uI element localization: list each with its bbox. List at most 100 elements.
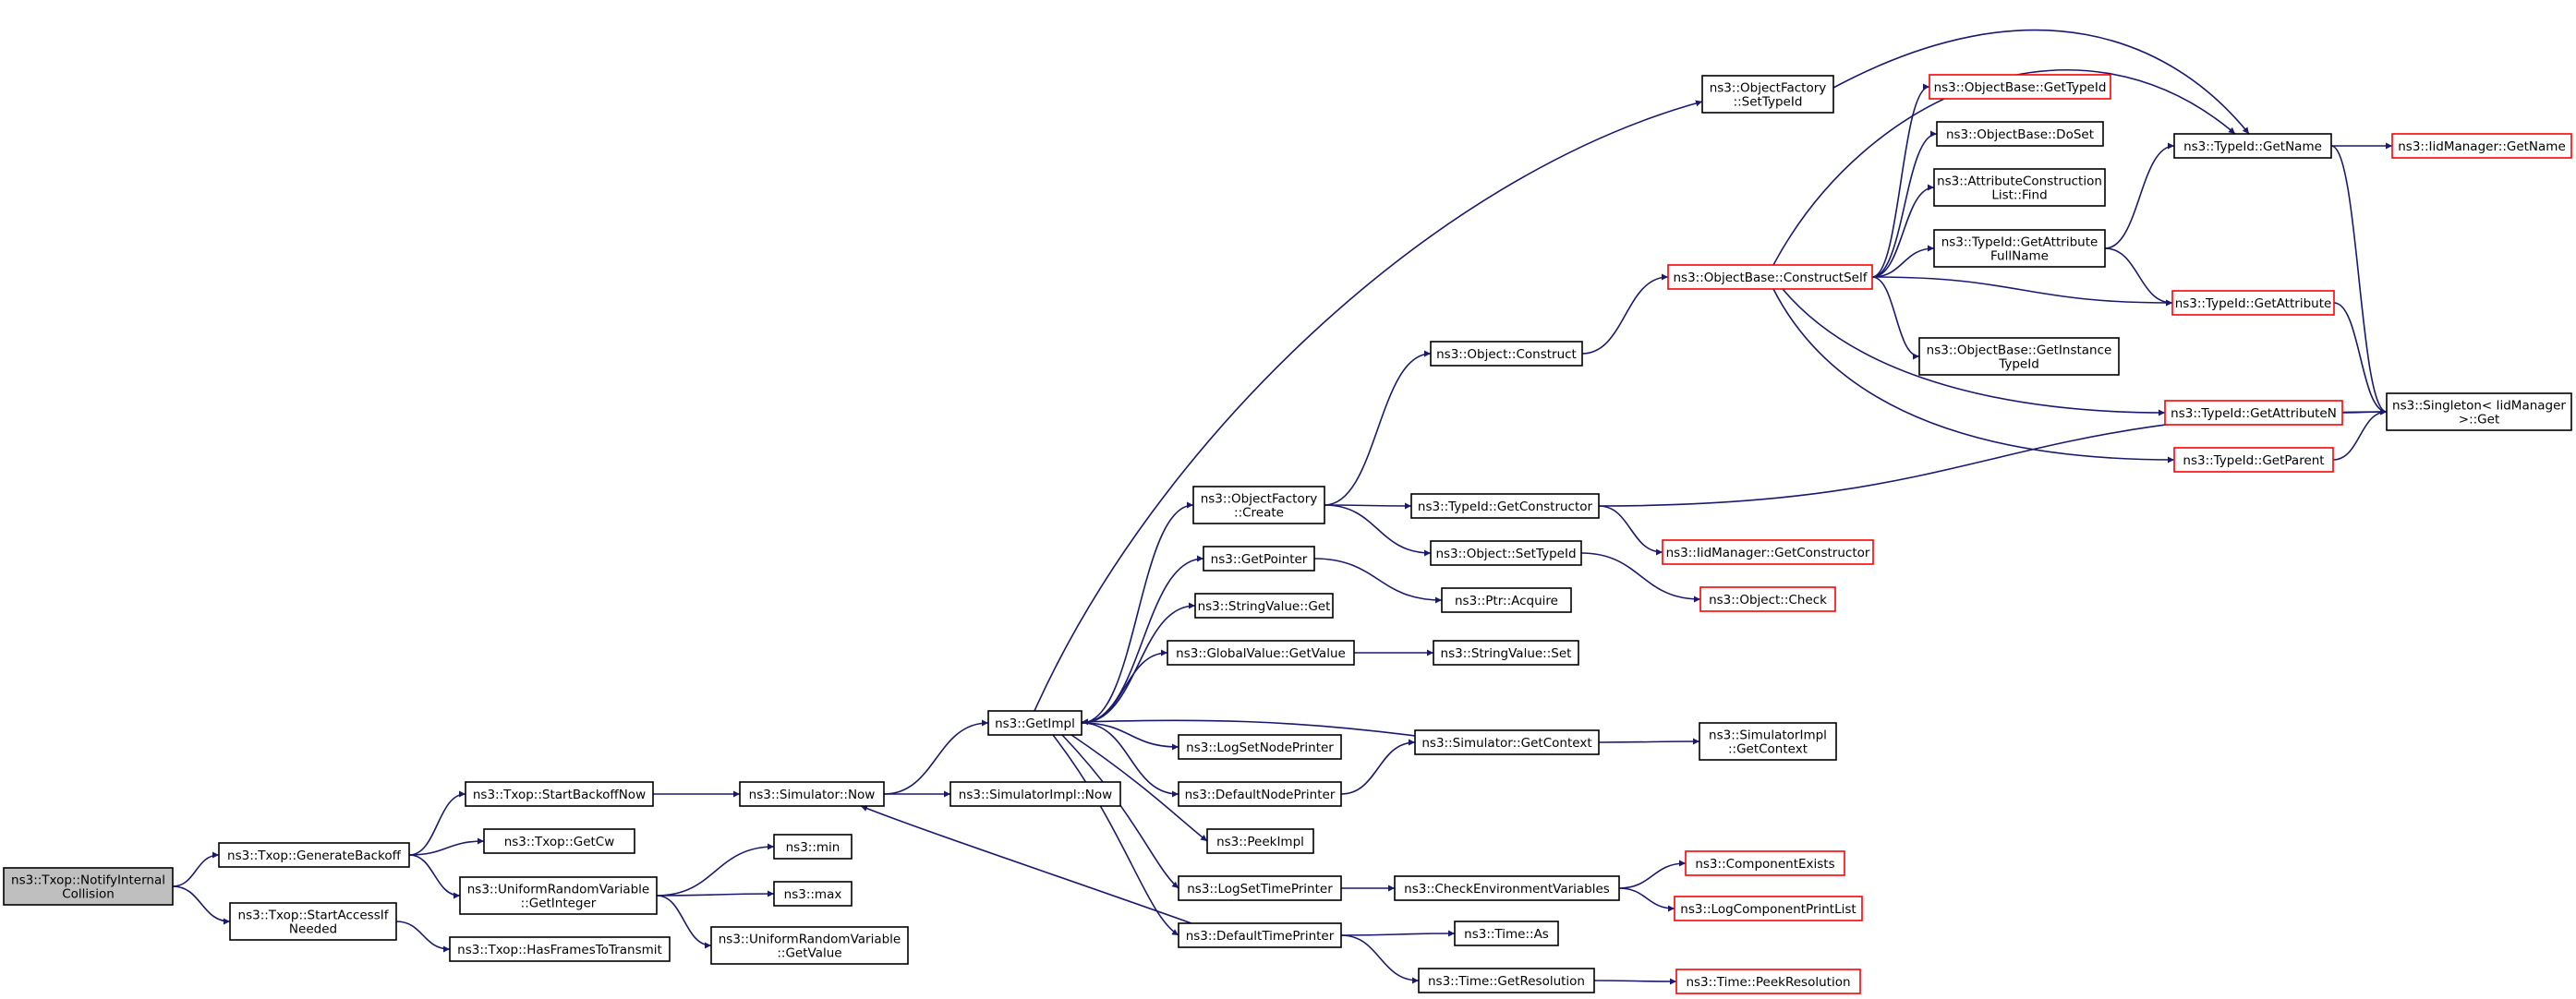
call-edge-defnodeprinter-to-simgetcontext <box>1340 739 1416 795</box>
node-ns3-txop-generatebackoff[interactable]: ns3::Txop::GenerateBackoff <box>218 842 410 868</box>
node-box <box>2164 400 2343 426</box>
node-box <box>2391 133 2572 159</box>
node-label: ns3::min <box>786 840 841 855</box>
node-ns3-logcomponentprintlist[interactable]: ns3::LogComponentPrintList <box>1674 896 1863 921</box>
node-box <box>1430 540 1582 566</box>
node-ns3-simulator-now[interactable]: ns3::Simulator::Now <box>739 781 885 807</box>
node-label: ns3::SimulatorImpl <box>1709 728 1827 743</box>
node-ns3-iidmanager-getname[interactable]: ns3::IidManager::GetName <box>2391 133 2572 159</box>
node-ns3-typeid-getattributen[interactable]: ns3::TypeId::GetAttributeN <box>2164 400 2343 426</box>
node-ns3-simulatorimpl-getcontext[interactable]: ns3::SimulatorImpl::GetContext <box>1699 722 1837 761</box>
node-box <box>1178 734 1342 760</box>
node-ns3-objectbase-gettypeid[interactable]: ns3::ObjectBase::GetTypeId <box>1929 74 2111 100</box>
call-edge-constructself-to-tidgetattrn <box>1782 288 2166 416</box>
node-ns3-object-construct[interactable]: ns3::Object::Construct <box>1430 341 1583 367</box>
node-ns3-globalvalue-getvalue[interactable]: ns3::GlobalValue::GetValue <box>1167 640 1355 666</box>
node-ns3-txop-hasframestotransmit[interactable]: ns3::Txop::HasFramesToTransmit <box>449 936 671 962</box>
node-ns3-txop-getcw[interactable]: ns3::Txop::GetCw <box>483 828 635 854</box>
node-ns3-uniformrandomvariable-getinteger[interactable]: ns3::UniformRandomVariable::GetInteger <box>459 876 658 915</box>
call-edge-constructself-to-obgetinstance <box>1871 276 1920 360</box>
call-edge-getimpl-to-ofsettypeid <box>1034 100 1703 712</box>
node-ns3-logsettimeprinter[interactable]: ns3::LogSetTimePrinter <box>1178 875 1342 901</box>
node-ns3-typeid-getconstructor[interactable]: ns3::TypeId::GetConstructor <box>1410 493 1600 519</box>
node-ns3-getpointer[interactable]: ns3::GetPointer <box>1203 546 1315 572</box>
call-edge-objsettypeid-to-objcheck <box>1580 552 1701 603</box>
node-label: ns3::LogSetNodePrinter <box>1186 740 1334 755</box>
call-edge-tidgetattr-to-singleton <box>2333 302 2388 415</box>
node-ns3-componentexists[interactable]: ns3::ComponentExists <box>1685 850 1845 876</box>
node-ns3-stringvalue-set[interactable]: ns3::StringValue::Set <box>1433 640 1579 666</box>
call-edge-getimpl-to-gvgetvalue <box>1081 649 1168 724</box>
node-ns3-defaulttimeprinter[interactable]: ns3::DefaultTimePrinter <box>1178 922 1342 948</box>
node-ns3-checkenvironmentvariables[interactable]: ns3::CheckEnvironmentVariables <box>1394 875 1620 901</box>
node-label: ns3::Time::As <box>1464 927 1549 942</box>
node-ns3-typeid-getname[interactable]: ns3::TypeId::GetName <box>2173 133 2332 159</box>
node-ns3-iidmanager-getconstructor[interactable]: ns3::IidManager::GetConstructor <box>1662 539 1874 565</box>
node-label: ns3::UniformRandomVariable <box>467 883 650 897</box>
node-ns3-typeid-getattribute[interactable]: ns3::TypeId::GetAttribute <box>2171 290 2335 316</box>
call-edge-getimpl-to-deftimeprinter <box>1052 734 1179 936</box>
node-box <box>1454 921 1559 946</box>
node-box <box>1933 168 2106 207</box>
node-box <box>1414 729 1600 755</box>
node-box <box>1918 337 2120 376</box>
node-label: ns3::GlobalValue::GetValue <box>1176 646 1346 661</box>
node-ns3-singleton-iidmanager-get[interactable]: ns3::Singleton< IidManager >::Get <box>2386 392 2572 431</box>
node-ns3-simulatorimpl-now[interactable]: ns3::SimulatorImpl::Now <box>949 781 1121 807</box>
node-label: ns3::Simulator::Now <box>749 788 876 802</box>
node-ns3-min[interactable]: ns3::min <box>773 834 853 860</box>
node-label: ns3::TypeId::GetAttribute <box>1941 235 2098 250</box>
node-ns3-txop-startbackoffnow[interactable]: ns3::Txop::StartBackoffNow <box>465 781 654 807</box>
call-edge-getimpl-to-lognodeprinter <box>1081 722 1179 751</box>
node-label: ns3::IidManager::GetConstructor <box>1666 546 1870 560</box>
node-box <box>1178 875 1342 901</box>
node-ns3-time-getresolution[interactable]: ns3::Time::GetResolution <box>1418 968 1595 993</box>
node-ns3-object-check[interactable]: ns3::Object::Check <box>1699 586 1836 612</box>
node-ns3-time-peekresolution[interactable]: ns3::Time::PeekResolution <box>1675 969 1861 994</box>
call-edge-constructself-to-tidgetattr <box>1871 276 2173 307</box>
node-label: ns3::DefaultNodePrinter <box>1185 788 1336 802</box>
call-edge-tidgetattrfull-to-tidgetattr <box>2104 247 2173 307</box>
node-box <box>1699 722 1837 761</box>
node-label: ns3::ObjectBase::GetInstance <box>1927 343 2112 358</box>
node-label: ns3::IidManager::GetName <box>2398 139 2566 154</box>
node-label: ns3::LogSetTimePrinter <box>1187 882 1333 897</box>
node-ns3-uniformrandomvariable-getvalue[interactable]: ns3::UniformRandomVariable::GetValue <box>710 926 909 965</box>
nodes-layer: ns3::Txop::NotifyInternalCollisionns3::T… <box>3 74 2572 994</box>
node-ns3-typeid-getparent[interactable]: ns3::TypeId::GetParent <box>2173 447 2334 473</box>
call-edge-ofsettypeid-to-tidgetname <box>1832 29 2250 135</box>
node-ns3-object-settypeid[interactable]: ns3::Object::SetTypeId <box>1430 540 1582 566</box>
node-box <box>1394 875 1620 901</box>
call-edge-tidgetconstructor-to-iidgetconstructor <box>1598 505 1663 556</box>
node-label: ns3::TypeId::GetAttribute <box>2175 296 2332 311</box>
node-ns3-stringvalue-get[interactable]: ns3::StringValue::Get <box>1194 593 1334 619</box>
node-ns3-objectbase-constructself[interactable]: ns3::ObjectBase::ConstructSelf <box>1667 264 1873 290</box>
node-box <box>773 881 853 907</box>
node-label: List::Find <box>1991 188 2047 203</box>
node-ns3-objectbase-doset[interactable]: ns3::ObjectBase::DoSet <box>1936 121 2104 147</box>
node-ns3-defaultnodeprinter[interactable]: ns3::DefaultNodePrinter <box>1178 781 1342 807</box>
node-ns3-max[interactable]: ns3::max <box>773 881 853 907</box>
node-box <box>1203 546 1315 572</box>
node-ns3-peekimpl[interactable]: ns3::PeekImpl <box>1206 828 1314 854</box>
node-ns3-objectfactory-settypeid[interactable]: ns3::ObjectFactory::SetTypeId <box>1701 75 1834 114</box>
node-ns3-ptr-acquire[interactable]: ns3::Ptr::Acquire <box>1441 587 1572 613</box>
node-box <box>1662 539 1874 565</box>
node-ns3-simulator-getcontext[interactable]: ns3::Simulator::GetContext <box>1414 729 1600 755</box>
node-ns3-time-as[interactable]: ns3::Time::As <box>1454 921 1559 946</box>
call-edge-getimpl-to-defnodeprinter <box>1081 722 1179 798</box>
call-edge-objconstruct-to-constructself <box>1581 273 1669 355</box>
node-label: ns3::UniformRandomVariable <box>719 933 901 947</box>
node-ns3-logsetnodeprinter[interactable]: ns3::LogSetNodePrinter <box>1178 734 1342 760</box>
node-box <box>2386 392 2572 431</box>
node-box <box>1206 828 1314 854</box>
call-edge-ofcreate-to-objconstruct <box>1324 350 1432 506</box>
node-ns3-getimpl[interactable]: ns3::GetImpl <box>987 710 1082 736</box>
node-label: ns3::Time::GetResolution <box>1428 974 1585 989</box>
node-ns3-objectfactory-create[interactable]: ns3::ObjectFactory::Create <box>1192 486 1325 524</box>
